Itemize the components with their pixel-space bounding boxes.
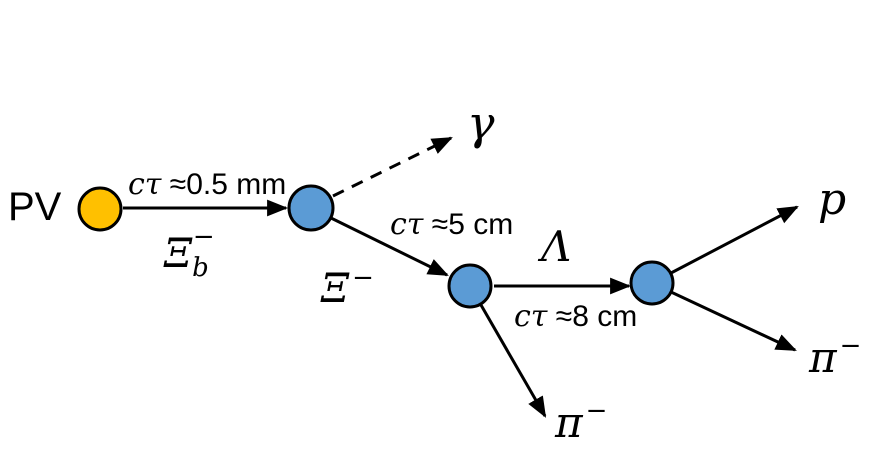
xi-symbol: Ξ [320,266,350,312]
arrow-gamma-dashed [332,136,453,198]
proton-label: p [818,174,846,225]
lambda-lifetime-value: ≈8 cm [547,300,637,333]
pion-from-xi-symbol: π [554,398,584,447]
xib-lifetime-value: ≈0.5 mm [161,168,286,201]
gamma-label: γ [467,96,495,150]
primary-vertex-node [77,186,123,232]
pv-label: PV [8,185,62,229]
lambda-decay-vertex-node [629,260,675,306]
xib-superscript: − [193,222,215,252]
xi-lifetime-label: cτ ≈5 cm [390,207,513,242]
xib-subscript: b [192,253,209,283]
pion-from-xi-label: π− [554,396,607,447]
xi-label: Ξ− [320,263,374,312]
xib-symbol: Ξ [163,231,193,277]
xi-lifetime-ctau: cτ [390,207,424,242]
xi-lifetime-value: ≈5 cm [423,208,513,241]
arrow-pion-from-lambda [670,290,797,352]
lambda-lifetime-label: cτ ≈8 cm [514,299,637,334]
xib-lifetime-ctau: cτ [128,167,162,202]
pion-from-lambda-superscript: − [840,331,862,361]
xi-superscript: − [352,263,374,293]
pion-from-lambda-symbol: π [808,333,838,382]
xib-lifetime-label: cτ ≈0.5 mm [128,167,286,202]
lambda-label: Λ [537,222,571,271]
arrow-xi [330,216,449,277]
arrow-proton [670,205,799,275]
arrow-pion-from-xi [479,304,547,418]
lambda-lifetime-ctau: cτ [514,299,548,334]
pion-from-xi-superscript: − [586,396,608,426]
xib-label: Ξb− [163,222,215,283]
xi-decay-vertex-node [447,263,493,309]
pion-from-lambda-label: π− [808,331,861,382]
xib-decay-vertex-node [287,184,335,232]
